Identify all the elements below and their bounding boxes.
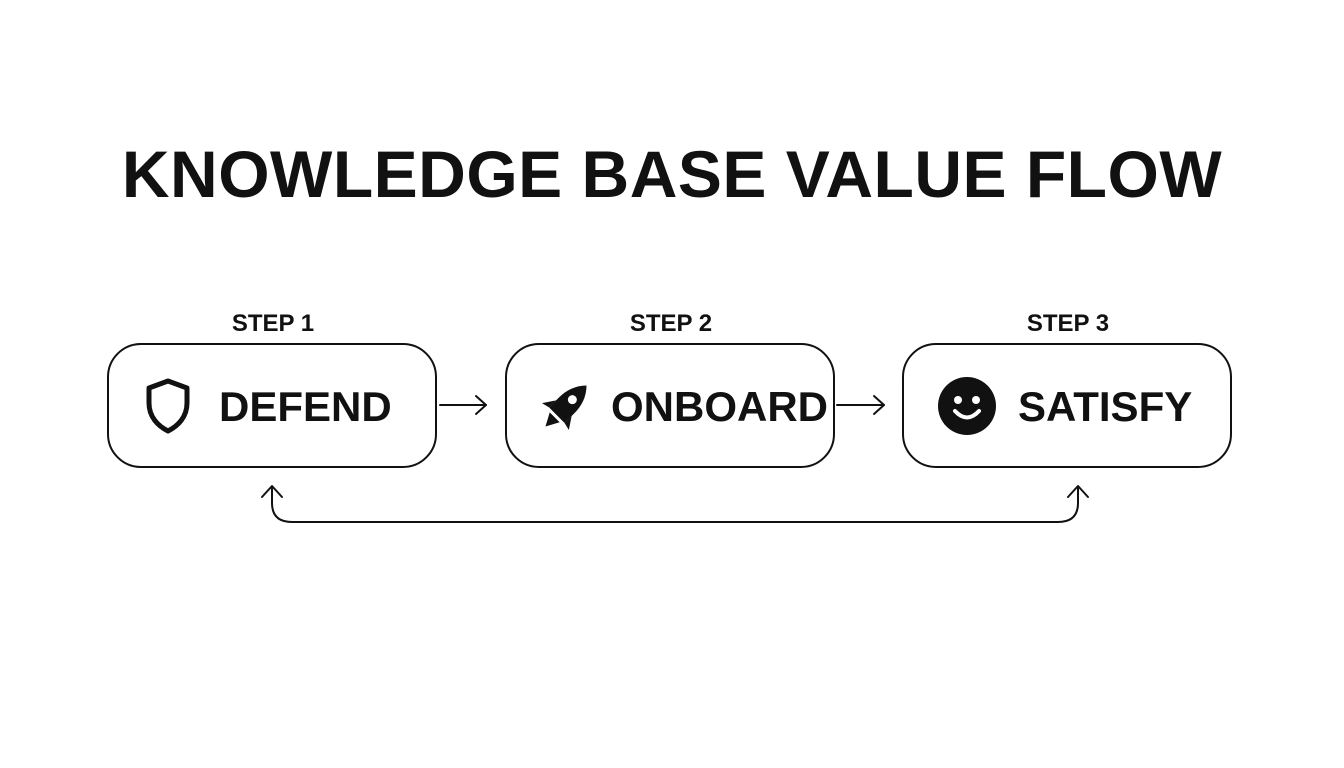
step-defend-label: DEFEND [219,383,392,430]
arrowhead-to-defend [261,485,283,498]
step-satisfy-label: SATISFY [1018,383,1193,430]
return-loop [271,487,1079,523]
step-2-label: STEP 2 [629,310,713,337]
step-defend-box: DEFEND [107,343,437,468]
diagram-title: KNOWLEDGE BASE VALUE FLOW [121,137,1223,211]
rocket-icon [541,385,587,431]
step-onboard-box: ONBOARD [505,343,835,468]
arrowhead-onboard-to-satisfy [873,395,885,415]
shield-icon [146,378,190,434]
arrowhead-to-satisfy [1067,485,1089,498]
step-1-label: STEP 1 [231,310,315,337]
step-satisfy-box: SATISFY [902,343,1232,468]
arrowhead-defend-to-onboard [475,395,487,415]
step-3-label: STEP 3 [1026,310,1110,337]
smiley-icon [938,377,996,435]
step-onboard-label: ONBOARD [611,383,828,430]
